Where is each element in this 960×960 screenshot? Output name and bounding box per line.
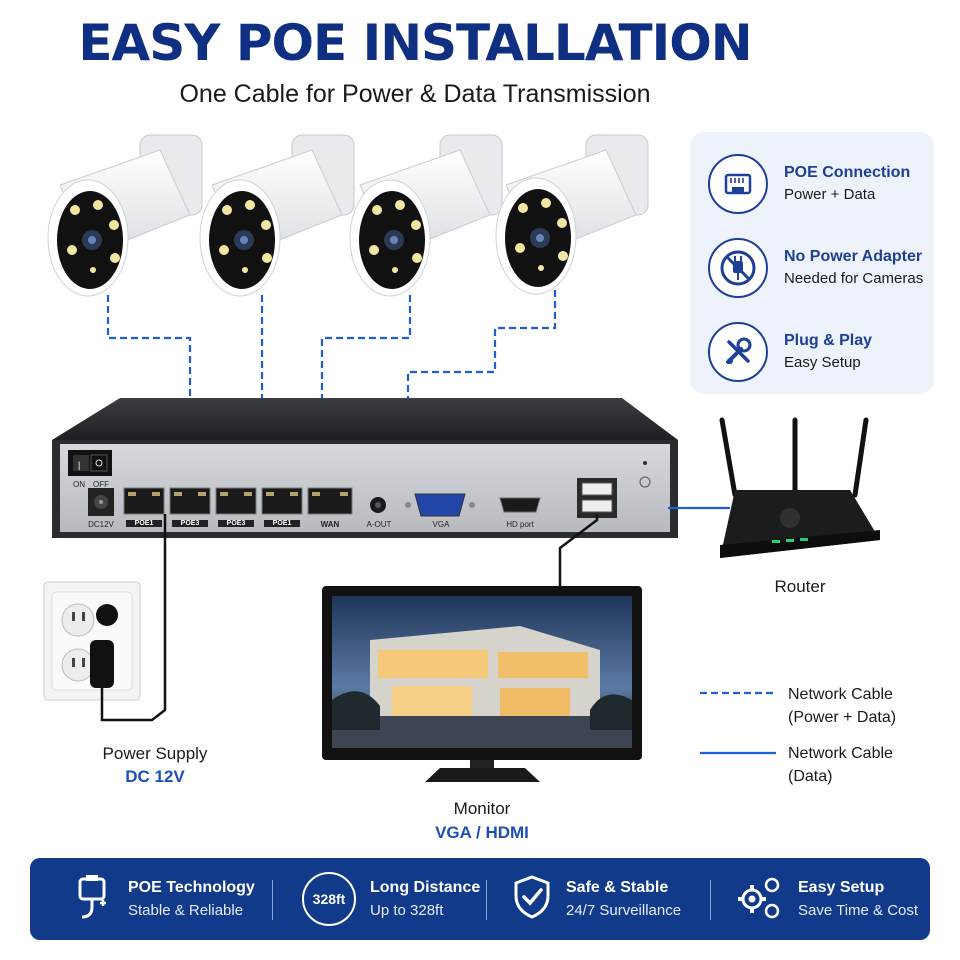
page-subtitle: One Cable for Power & Data Transmission bbox=[179, 80, 651, 108]
bar-desc: Save Time & Cost bbox=[798, 902, 919, 919]
monitor-device bbox=[322, 586, 642, 782]
no-power-adapter-icon bbox=[708, 238, 768, 298]
router-device bbox=[719, 417, 880, 558]
monitor-spec-label: VGA / HDMI bbox=[435, 823, 529, 842]
hd-port-label: HD port bbox=[506, 520, 534, 529]
feature-title: No Power Adapter bbox=[784, 248, 923, 265]
ethernet-port-icon bbox=[708, 154, 768, 214]
camera-1 bbox=[47, 134, 203, 297]
port-label-3: POE3 bbox=[218, 520, 254, 527]
port-label-2: POE3 bbox=[172, 520, 208, 527]
aout-label: A-OUT bbox=[366, 520, 392, 529]
bar-desc: 24/7 Surveillance bbox=[566, 902, 682, 919]
feature-desc: Easy Setup bbox=[784, 354, 861, 371]
tools-icon bbox=[708, 322, 768, 382]
bar-title: POE Technology bbox=[128, 879, 255, 896]
dc-label: DC12V bbox=[88, 520, 114, 529]
legend-line1: Network Cable bbox=[788, 745, 893, 762]
bar-desc: Up to 328ft bbox=[370, 902, 444, 919]
installation-diagram: | bbox=[43, 134, 880, 782]
camera-2 bbox=[199, 134, 355, 297]
port-label-1: POE1 bbox=[126, 520, 162, 527]
cable-power bbox=[100, 514, 167, 722]
monitor-label: Monitor bbox=[453, 799, 511, 818]
feature-title: Plug & Play bbox=[784, 332, 873, 349]
router-label: Router bbox=[774, 577, 826, 596]
bar-item-safe: Safe & Stable 24/7 Surveillance bbox=[512, 858, 681, 940]
switch-on-label: ON bbox=[73, 480, 85, 489]
bar-divider bbox=[710, 880, 711, 920]
legend-line2: (Data) bbox=[788, 768, 833, 785]
nvr-recorder: | bbox=[52, 398, 678, 538]
power-outlet bbox=[43, 581, 141, 701]
power-spec-label: DC 12V bbox=[125, 767, 185, 786]
svg-text:|: | bbox=[78, 460, 80, 470]
vga-label: VGA bbox=[432, 520, 450, 529]
distance-badge-text: 328ft bbox=[312, 891, 346, 907]
poe-plug-icon bbox=[70, 873, 114, 926]
bar-item-distance: 328ft Long Distance Up to 328ft bbox=[302, 858, 480, 940]
bar-title: Long Distance bbox=[370, 879, 481, 896]
feature-desc: Power + Data bbox=[784, 186, 876, 203]
bar-title: Easy Setup bbox=[798, 879, 885, 896]
distance-badge-icon: 328ft bbox=[302, 872, 356, 926]
legend-line2: (Power + Data) bbox=[788, 709, 897, 726]
bar-desc: Stable & Reliable bbox=[128, 902, 244, 919]
legend-solid: Network Cable (Data) bbox=[788, 742, 893, 788]
camera-3 bbox=[349, 134, 503, 297]
feature-title: POE Connection bbox=[784, 164, 911, 181]
port-label-wan: WAN bbox=[320, 520, 340, 529]
gears-icon bbox=[734, 873, 784, 926]
camera-4 bbox=[495, 134, 649, 295]
cable-monitor bbox=[558, 514, 599, 588]
switch-off-label: OFF bbox=[93, 480, 109, 489]
shield-check-icon bbox=[512, 874, 552, 925]
feature-desc: Needed for Cameras bbox=[784, 270, 924, 287]
bar-title: Safe & Stable bbox=[566, 879, 669, 896]
legend-dashed: Network Cable (Power + Data) bbox=[788, 683, 896, 729]
page-title: EASY POE INSTALLATION bbox=[78, 14, 752, 72]
legend-line1: Network Cable bbox=[788, 686, 893, 703]
bar-divider bbox=[486, 880, 487, 920]
port-label-4: POE1 bbox=[264, 520, 300, 527]
bar-divider bbox=[272, 880, 273, 920]
power-supply-label: Power Supply bbox=[102, 744, 208, 763]
